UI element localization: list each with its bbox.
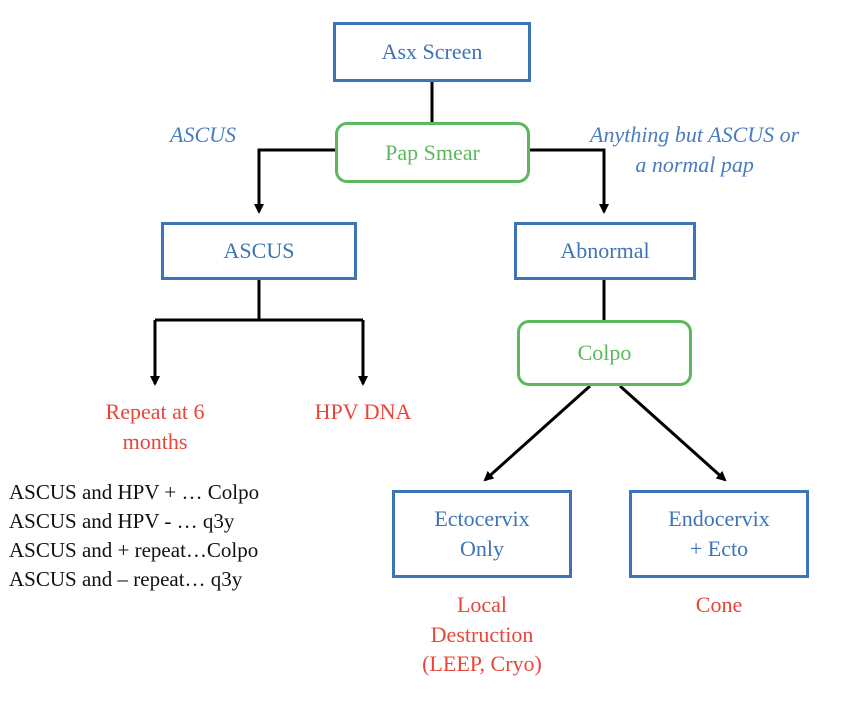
- ascus-edge-label: ASCUS: [170, 122, 236, 147]
- ectocervix-label-line1: Ectocervix: [434, 506, 530, 532]
- asx-screen-box: Asx Screen: [333, 22, 531, 82]
- note-item: ASCUS and – repeat… q3y: [9, 566, 243, 591]
- cone: Cone: [695, 592, 743, 617]
- abnormal-box: Abnormal: [514, 222, 696, 280]
- hpv-dna: HPV DNA: [314, 399, 412, 424]
- endocervix-box: Endocervix + Ecto: [629, 490, 809, 578]
- note-item: ASCUS and HPV - … q3y: [9, 508, 235, 533]
- asx-screen-label: Asx Screen: [381, 39, 483, 65]
- ascus-box-label: ASCUS: [223, 238, 295, 264]
- ectocervix-label-line2: Only: [460, 536, 504, 561]
- repeat-at-6-months: Repeat at 6 months: [105, 399, 205, 454]
- endocervix-label-line2: + Ecto: [689, 536, 749, 561]
- note-item: ASCUS and + repeat…Colpo: [9, 537, 259, 562]
- ascus-box: ASCUS: [161, 222, 357, 280]
- local-destruction: Local Destruction (LEEP, Cryo): [422, 592, 542, 677]
- colpo-label: Colpo: [577, 340, 632, 366]
- pap-smear-label: Pap Smear: [385, 139, 480, 165]
- ectocervix-box: Ectocervix Only: [392, 490, 572, 578]
- endocervix-label-line1: Endocervix: [668, 506, 770, 532]
- arrow-colpo-to-endo: [618, 384, 727, 482]
- arrow-pap-to-ascus: [254, 148, 335, 214]
- arrow-colpo-to-ecto: [483, 384, 592, 482]
- abnormal-label: Abnormal: [560, 238, 650, 264]
- ascus-notes: ASCUS and HPV + … Colpo ASCUS and HPV - …: [9, 478, 259, 594]
- colpo-box: Colpo: [517, 320, 692, 386]
- anything-but-edge-label: Anything but ASCUS or a normal pap: [590, 122, 800, 177]
- note-item: ASCUS and HPV + … Colpo: [9, 480, 260, 504]
- arrow-pap-to-abnormal: [530, 148, 609, 214]
- pap-smear-box: Pap Smear: [335, 122, 530, 183]
